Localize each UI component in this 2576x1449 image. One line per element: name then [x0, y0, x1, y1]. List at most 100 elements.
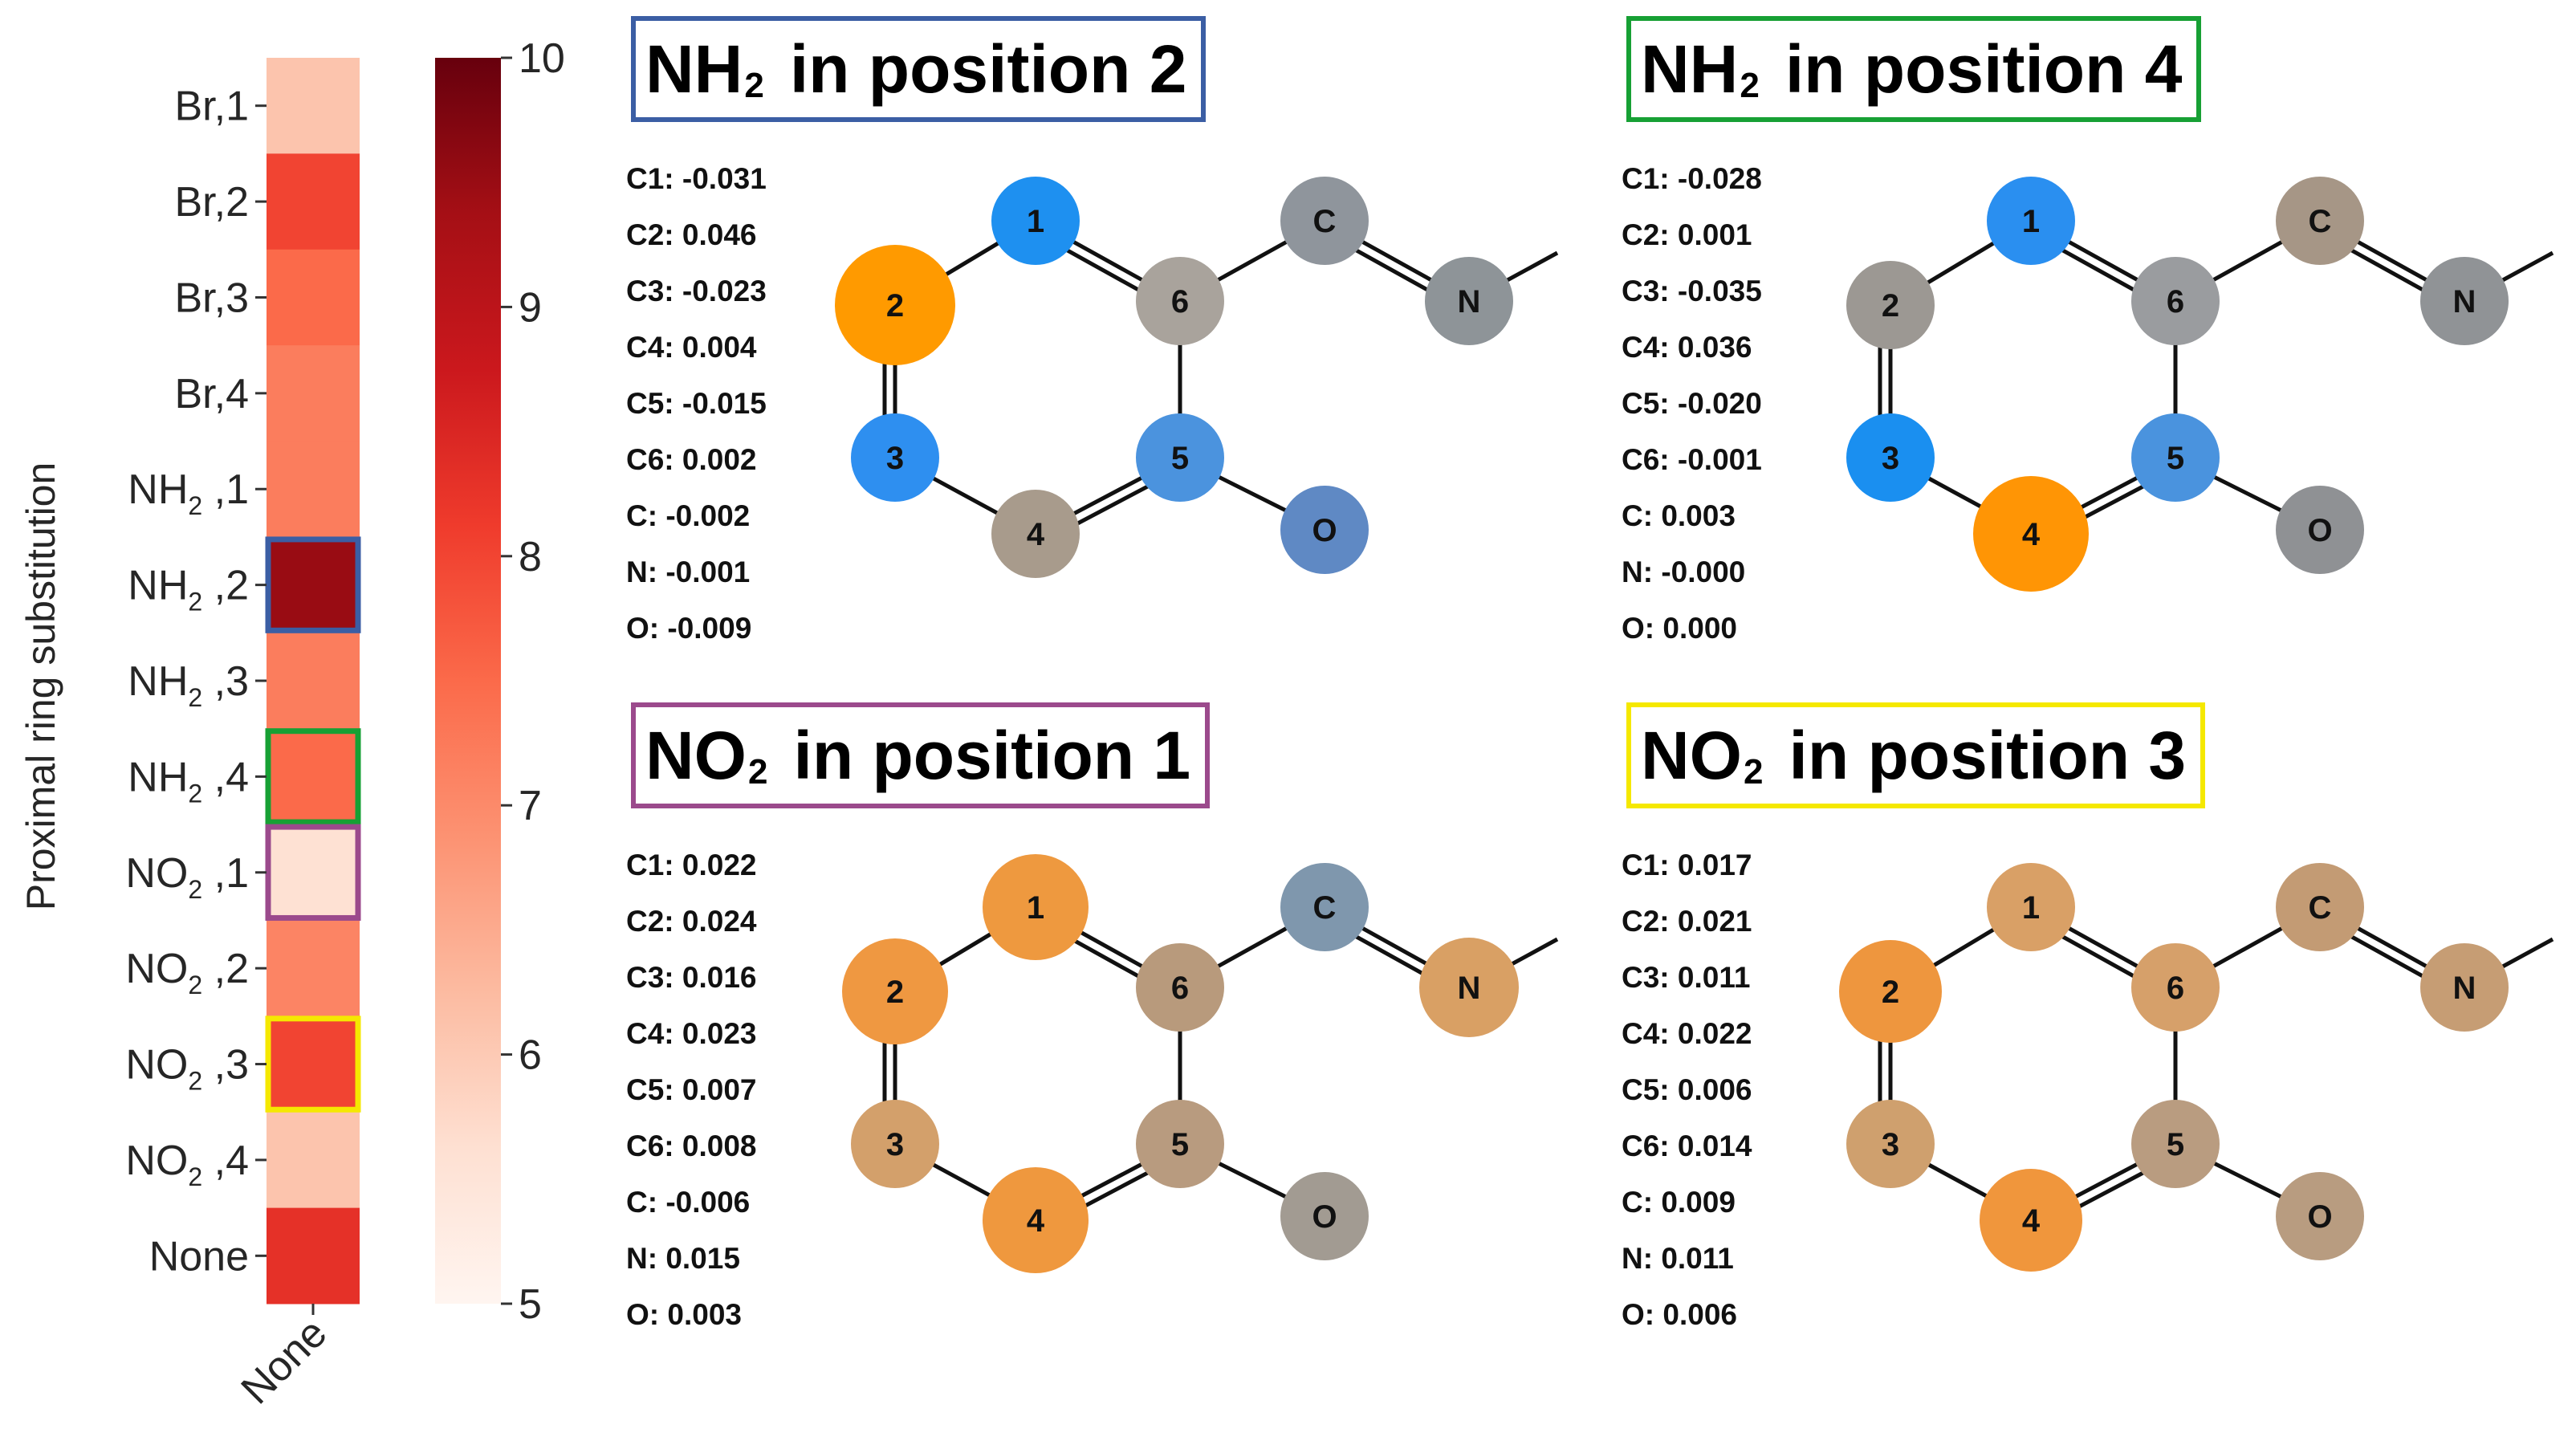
atom-label: 1 [1027, 890, 1044, 926]
atom-node [2420, 257, 2509, 345]
atom-label: 6 [1171, 971, 1189, 1006]
heatmap-cell [267, 1112, 360, 1209]
atom-node [1280, 863, 1369, 951]
atom-node [1987, 177, 2075, 265]
atom-label: C [2309, 890, 2332, 926]
atom-node [1419, 938, 1519, 1037]
atom-node [983, 854, 1089, 960]
atom-label: O [2307, 1199, 2332, 1235]
heatmap-highlight-box [265, 728, 361, 825]
atom-node [1980, 1169, 2082, 1272]
atom-label: N [2453, 284, 2476, 320]
atom-label: 5 [2167, 441, 2184, 476]
heatmap-cell [267, 249, 360, 346]
heatmap-highlight-box [265, 536, 361, 633]
y-tick-label: NO2 ,4 [125, 1138, 249, 1191]
bond-line-double [1052, 241, 1154, 299]
attribution-value: C2: 0.024 [626, 905, 757, 938]
atom-label: 6 [2167, 971, 2184, 1006]
atom-node [1280, 1172, 1369, 1260]
atom-label: 3 [886, 1127, 904, 1162]
attribution-value: C1: -0.028 [1622, 162, 1762, 195]
atom-label: N [2453, 971, 2476, 1006]
atom-node [851, 413, 939, 502]
y-axis-label: Proximal ring substitution [18, 462, 63, 911]
colorbar-tick-label: 8 [519, 534, 542, 580]
heatmap-cell [267, 58, 360, 154]
atom-label: C [1313, 890, 1337, 926]
heatmap-cell [267, 920, 360, 1017]
attribution-value: C3: 0.016 [626, 961, 757, 994]
atom-node [1136, 413, 1224, 502]
attribution-value: C1: 0.017 [1622, 849, 1752, 881]
atom-node [1846, 261, 1935, 349]
atom-node [2131, 1100, 2220, 1188]
atom-node [1280, 486, 1369, 574]
atom-label: 1 [2022, 204, 2040, 239]
atom-node [2276, 486, 2364, 574]
attribution-value: O: 0.003 [626, 1298, 742, 1331]
atom-label: 5 [1171, 1127, 1189, 1162]
atom-label: 2 [886, 975, 904, 1010]
y-tick-label: NH2 ,3 [128, 658, 249, 712]
atom-label: 1 [1027, 204, 1044, 239]
atom-node [1280, 177, 1369, 265]
atom-label: 2 [886, 288, 904, 324]
atom-label: 6 [1171, 284, 1189, 320]
atom-label: O [2307, 513, 2332, 548]
attribution-value: C3: -0.023 [626, 275, 767, 307]
attribution-value: N: -0.000 [1622, 556, 1746, 588]
atom-label: 3 [886, 441, 904, 476]
atom-label: 3 [1882, 441, 1899, 476]
atom-label: C [2309, 204, 2332, 239]
atom-label: N [1458, 971, 1481, 1006]
heatmap-cell [267, 633, 360, 730]
y-tick-label: None [149, 1233, 249, 1280]
atom-label: 4 [1027, 517, 1045, 552]
atom-node [1136, 943, 1224, 1032]
y-tick-label: Br,1 [174, 83, 249, 130]
bond-line-double [2337, 241, 2438, 299]
atom-label: 4 [2022, 1203, 2041, 1239]
heatmap-cell [267, 153, 360, 250]
attribution-value: C4: 0.004 [626, 331, 757, 364]
y-tick-label: NO2 ,3 [125, 1042, 249, 1096]
atom-label: 4 [2022, 517, 2041, 552]
heatmap-cell [267, 1016, 360, 1113]
y-tick-label: NO2 ,1 [125, 850, 249, 904]
atom-node [1136, 257, 1224, 345]
attribution-value: C4: 0.023 [626, 1017, 757, 1050]
atom-label: 5 [2167, 1127, 2184, 1162]
atom-node [1839, 940, 1942, 1043]
heatmap-highlight-boxes [265, 536, 361, 1113]
atom-label: O [1312, 1199, 1337, 1235]
atom-node [1846, 413, 1935, 502]
atom-node [2131, 943, 2220, 1032]
atom-node [2276, 177, 2364, 265]
attribution-value: C: 0.009 [1622, 1186, 1736, 1219]
bond-line-double [1341, 241, 1443, 299]
atom-node [851, 1100, 939, 1188]
atom-node [1425, 257, 1513, 345]
attribution-value: C6: 0.002 [626, 443, 757, 476]
attribution-value: C: -0.006 [626, 1186, 751, 1219]
attribution-value: C1: 0.022 [626, 849, 757, 881]
atom-node [991, 177, 1080, 265]
atom-label: C [1313, 204, 1337, 239]
atom-node [1973, 476, 2089, 592]
bond-line-double [1062, 477, 1163, 533]
